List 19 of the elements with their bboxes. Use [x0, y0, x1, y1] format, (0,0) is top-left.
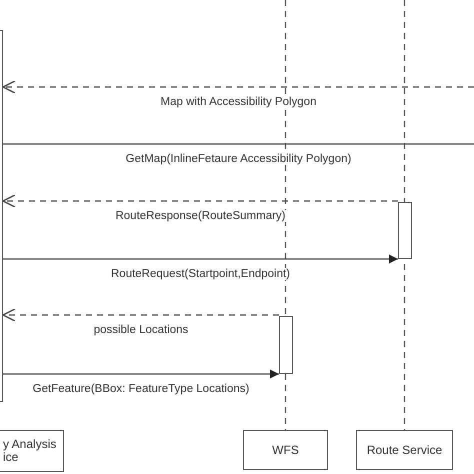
message-label: possible Locations — [92, 324, 190, 336]
message-arrow — [3, 254, 398, 264]
activation-bar — [398, 202, 412, 259]
message-label: Map with Accessibility Polygon — [160, 96, 318, 108]
participant-name: WFS — [272, 444, 299, 456]
activation-bar — [279, 316, 293, 374]
message-label: RouteRequest(Startpoint,Endpoint) — [110, 268, 291, 280]
participant-box — [243, 430, 328, 470]
message-label: RouteResponse(RouteSummary) — [114, 210, 287, 222]
message-label: GetFeature(BBox: FeatureType Locations) — [32, 383, 250, 395]
message-label: GetMap(InlineFetaure Accessibility Polygon) — [124, 153, 352, 165]
message-arrow — [2, 308, 279, 322]
participant-name: y Analysis ice — [3, 438, 58, 464]
message-arrow — [2, 194, 398, 208]
participant-box — [356, 430, 453, 470]
message-arrow — [3, 370, 279, 378]
participant-box — [0, 430, 64, 472]
message-arrow — [2, 80, 474, 94]
participant-name: Route Service — [366, 444, 442, 456]
